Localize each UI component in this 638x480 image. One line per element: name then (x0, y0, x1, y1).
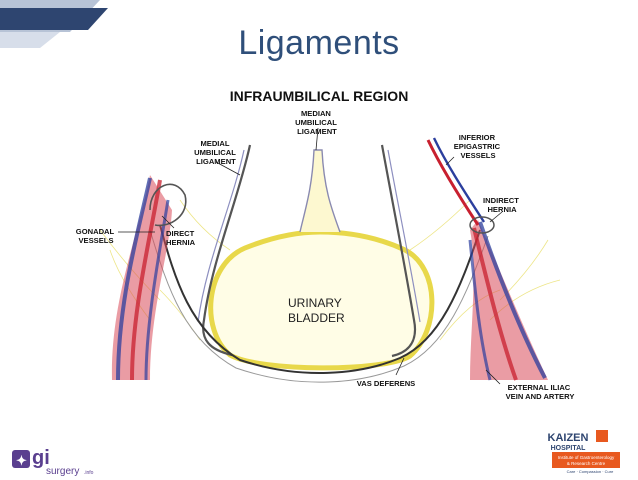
svg-text:HOSPITAL: HOSPITAL (551, 445, 587, 452)
medial-umbilical-ligament-right (380, 144, 417, 358)
median-umbilical-ligament (299, 149, 341, 233)
label-medial-umbilical: MEDIAL UMBILICAL LIGAMENT (194, 139, 238, 166)
region-heading: INFRAUMBILICAL REGION (229, 88, 409, 104)
label-indirect-hernia: INDIRECT HERNIA (483, 196, 521, 214)
svg-text:Care · Compassion · Cure: Care · Compassion · Cure (567, 469, 614, 474)
label-urinary-bladder: URINARY BLADDER (288, 296, 345, 325)
indirect-hernia-ring (469, 216, 495, 234)
svg-text:.info: .info (84, 470, 94, 476)
label-vas-deferens: VAS DEFERENS (357, 379, 416, 388)
label-external-iliac: EXTERNAL ILIAC VEIN AND ARTERY (506, 383, 575, 401)
svg-text:gi: gi (32, 447, 50, 469)
label-inferior-epigastric: INFERIOR EPIGASTRIC VESSELS (454, 133, 503, 160)
svg-text:Institute of Gastroenterology: Institute of Gastroenterology (558, 455, 615, 460)
vas-deferens (159, 224, 481, 374)
label-gonadal-vessels: GONADAL VESSELS (76, 227, 116, 245)
slide-title: Ligaments (238, 24, 400, 62)
right-vessel-bundle (468, 220, 548, 381)
header-band (0, 0, 108, 48)
leader-lines (118, 156, 503, 385)
urinary-bladder-shape (208, 229, 435, 371)
kaizen-hospital-logo: KAIZEN HOSPITAL Institute of Gastroenter… (538, 428, 633, 474)
label-median-umbilical: MEDIAN UMBILICAL LIGAMENT (295, 109, 339, 136)
medial-umbilical-ligament-left (202, 144, 252, 357)
svg-text:& Research Centre: & Research Centre (567, 461, 606, 466)
svg-text:✦: ✦ (16, 453, 27, 468)
inferior-epigastric-vessels (426, 139, 480, 226)
left-vessel-bundle (111, 175, 172, 381)
label-direct-hernia: DIRECT HERNIA (166, 229, 196, 247)
svg-text:KAIZEN: KAIZEN (548, 432, 589, 444)
svg-text:surgery: surgery (46, 466, 79, 477)
gi-surgery-logo: ✦ gi surgery .info (12, 447, 94, 477)
